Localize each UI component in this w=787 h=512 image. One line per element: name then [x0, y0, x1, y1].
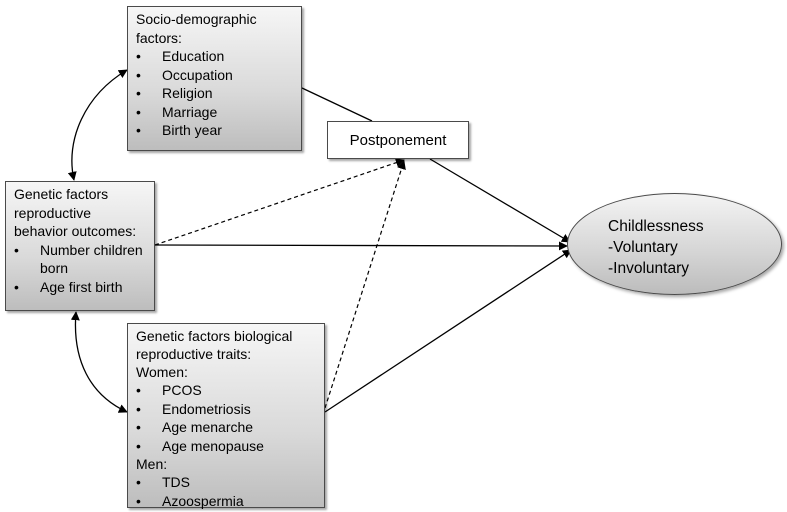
- edge-biological-childlessness: [324, 249, 572, 413]
- list-item: PCOS: [136, 381, 316, 400]
- list-item: Occupation: [136, 66, 293, 85]
- list-item: Religion: [136, 84, 293, 103]
- edge-socio-postponement: [301, 87, 373, 122]
- behavior-outcomes-list: Number children born Age first birth: [14, 241, 146, 297]
- list-item: Age menarche: [136, 418, 316, 437]
- list-item: Age menopause: [136, 437, 316, 456]
- list-item: Education: [136, 47, 293, 66]
- childlessness-title: Childlessness: [608, 218, 704, 235]
- socio-demographic-box: Socio-demographic factors: Education Occ…: [127, 6, 302, 151]
- women-label: Women:: [136, 364, 188, 380]
- men-label: Men:: [136, 456, 168, 472]
- edge-behavior-postponement-dashed: [154, 158, 405, 246]
- postponement-box: Postponement: [327, 121, 469, 159]
- edge-biological-postponement-dashed: [324, 160, 406, 409]
- postponement-label: Postponement: [349, 131, 447, 149]
- list-item: TDS: [136, 473, 316, 492]
- socio-demographic-list: Education Occupation Religion Marriage B…: [136, 47, 293, 140]
- list-item: Birth year: [136, 121, 293, 140]
- list-item: Number children born: [14, 241, 146, 278]
- list-item: Endometriosis: [136, 400, 316, 419]
- biological-traits-title: Genetic factors biological reproductive …: [136, 328, 293, 362]
- behavior-outcomes-box: Genetic factors reproductive behavior ou…: [5, 181, 155, 311]
- childlessness-node: Childlessness -Voluntary -Involuntary: [567, 193, 782, 295]
- list-item: Azoospermia: [136, 492, 316, 511]
- behavior-outcomes-title: Genetic factors reproductive behavior ou…: [14, 186, 137, 239]
- edge-behavior-childlessness: [154, 241, 568, 251]
- childlessness-line: -Voluntary: [608, 239, 678, 256]
- list-item: Marriage: [136, 103, 293, 122]
- edge-socio-behavior-correlation: [67, 69, 128, 181]
- women-traits-list: PCOS Endometriosis Age menarche Age meno…: [136, 381, 316, 455]
- men-traits-list: TDS Azoospermia: [136, 473, 316, 510]
- socio-demographic-title: Socio-demographic factors:: [136, 11, 257, 46]
- childlessness-line: -Involuntary: [608, 260, 689, 277]
- edge-behavior-biological-correlation: [70, 311, 128, 413]
- childlessness-text: Childlessness -Voluntary -Involuntary: [608, 216, 704, 279]
- list-item: Age first birth: [14, 278, 146, 297]
- biological-traits-box: Genetic factors biological reproductive …: [127, 323, 325, 510]
- edge-postponement-childlessness: [429, 158, 571, 243]
